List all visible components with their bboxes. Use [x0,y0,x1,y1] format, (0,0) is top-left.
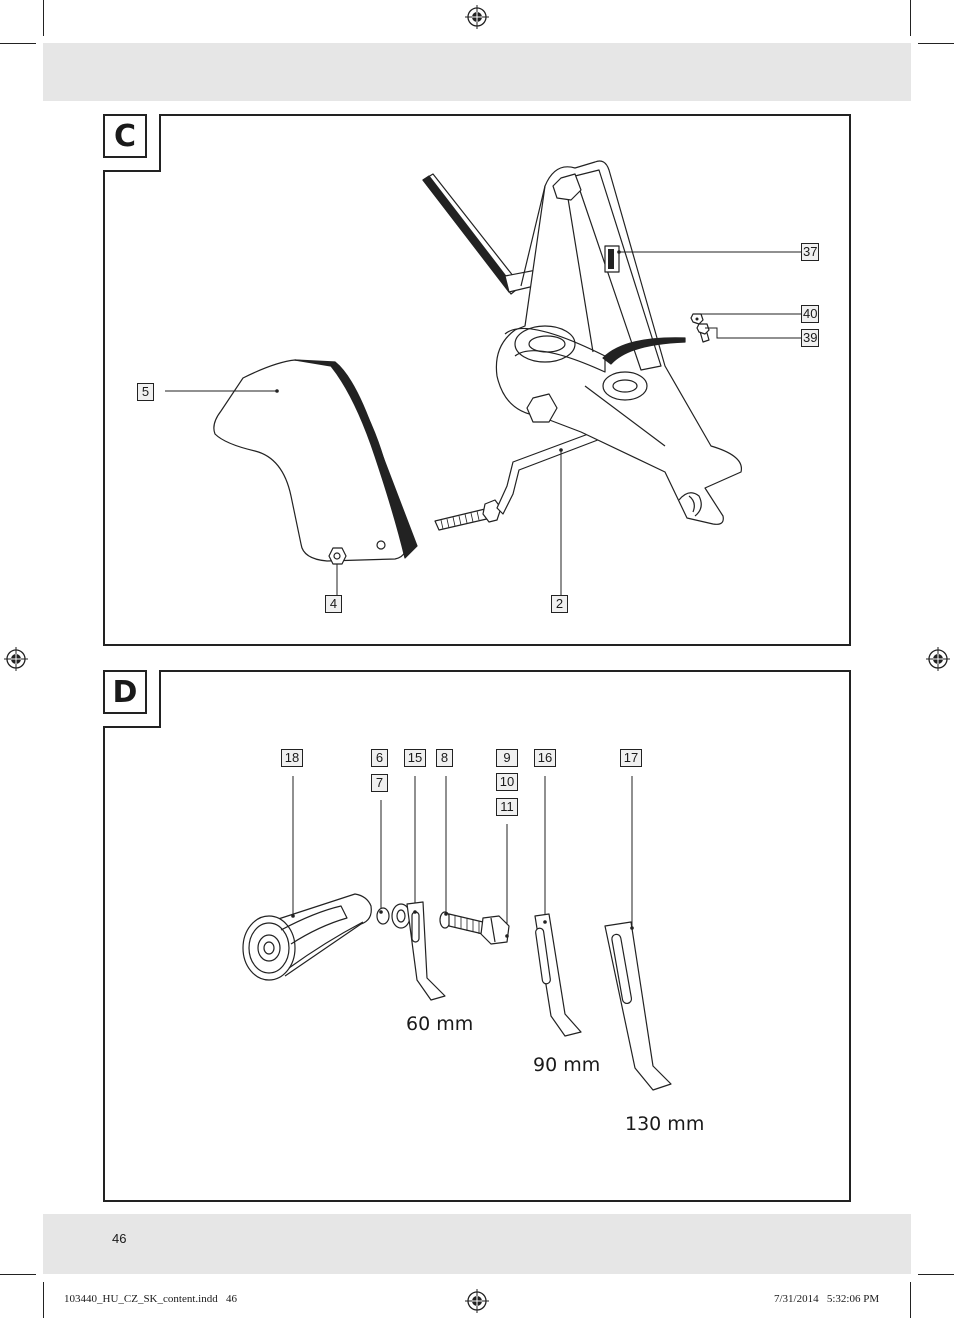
dimension-90mm: 90 mm [533,1054,601,1076]
crop-mark [910,0,911,36]
panel-letter-c: C [103,114,161,172]
registration-mark-icon [465,5,489,29]
part-label-5: 5 [137,383,154,401]
part-label-17: 17 [620,749,642,767]
figure-panel-d: D [103,670,851,1202]
crop-mark [0,1274,36,1275]
footer-band [43,1214,911,1274]
part-label-8: 8 [436,749,453,767]
part-label-6: 6 [371,749,388,767]
assembly-illustration-c [165,160,803,596]
part-label-15: 15 [404,749,426,767]
part-label-2: 2 [551,595,568,613]
parts-illustration-d [242,776,672,1091]
part-label-7: 7 [371,774,388,792]
registration-mark-icon [4,647,28,671]
registration-mark-icon [465,1289,489,1313]
part-label-40: 40 [801,305,820,323]
dimension-60mm: 60 mm [406,1013,474,1035]
footer-filename: 103440_HU_CZ_SK_content.indd 46 [64,1293,237,1305]
crop-mark [910,1282,911,1318]
panel-letter-text: D [103,670,147,714]
crop-mark [0,43,36,44]
figure-panel-c: C [103,114,851,646]
part-label-39: 39 [801,329,820,347]
part-label-16: 16 [534,749,556,767]
panel-letter-text: C [103,114,147,158]
part-label-9: 9 [496,749,518,767]
crop-mark [918,1274,954,1275]
panel-letter-d: D [103,670,161,728]
crop-mark [918,43,954,44]
header-band [43,43,911,101]
part-label-10: 10 [496,773,518,791]
footer-timestamp: 7/31/2014 5:32:06 PM [774,1293,880,1305]
part-label-11: 11 [496,798,518,816]
dimension-130mm: 130 mm [625,1113,705,1135]
part-label-37: 37 [801,243,820,261]
crop-mark [43,1282,44,1318]
part-label-18: 18 [281,749,303,767]
crop-mark [43,0,44,36]
registration-mark-icon [926,647,950,671]
part-label-4: 4 [325,595,342,613]
page-number: 46 [112,1231,127,1246]
